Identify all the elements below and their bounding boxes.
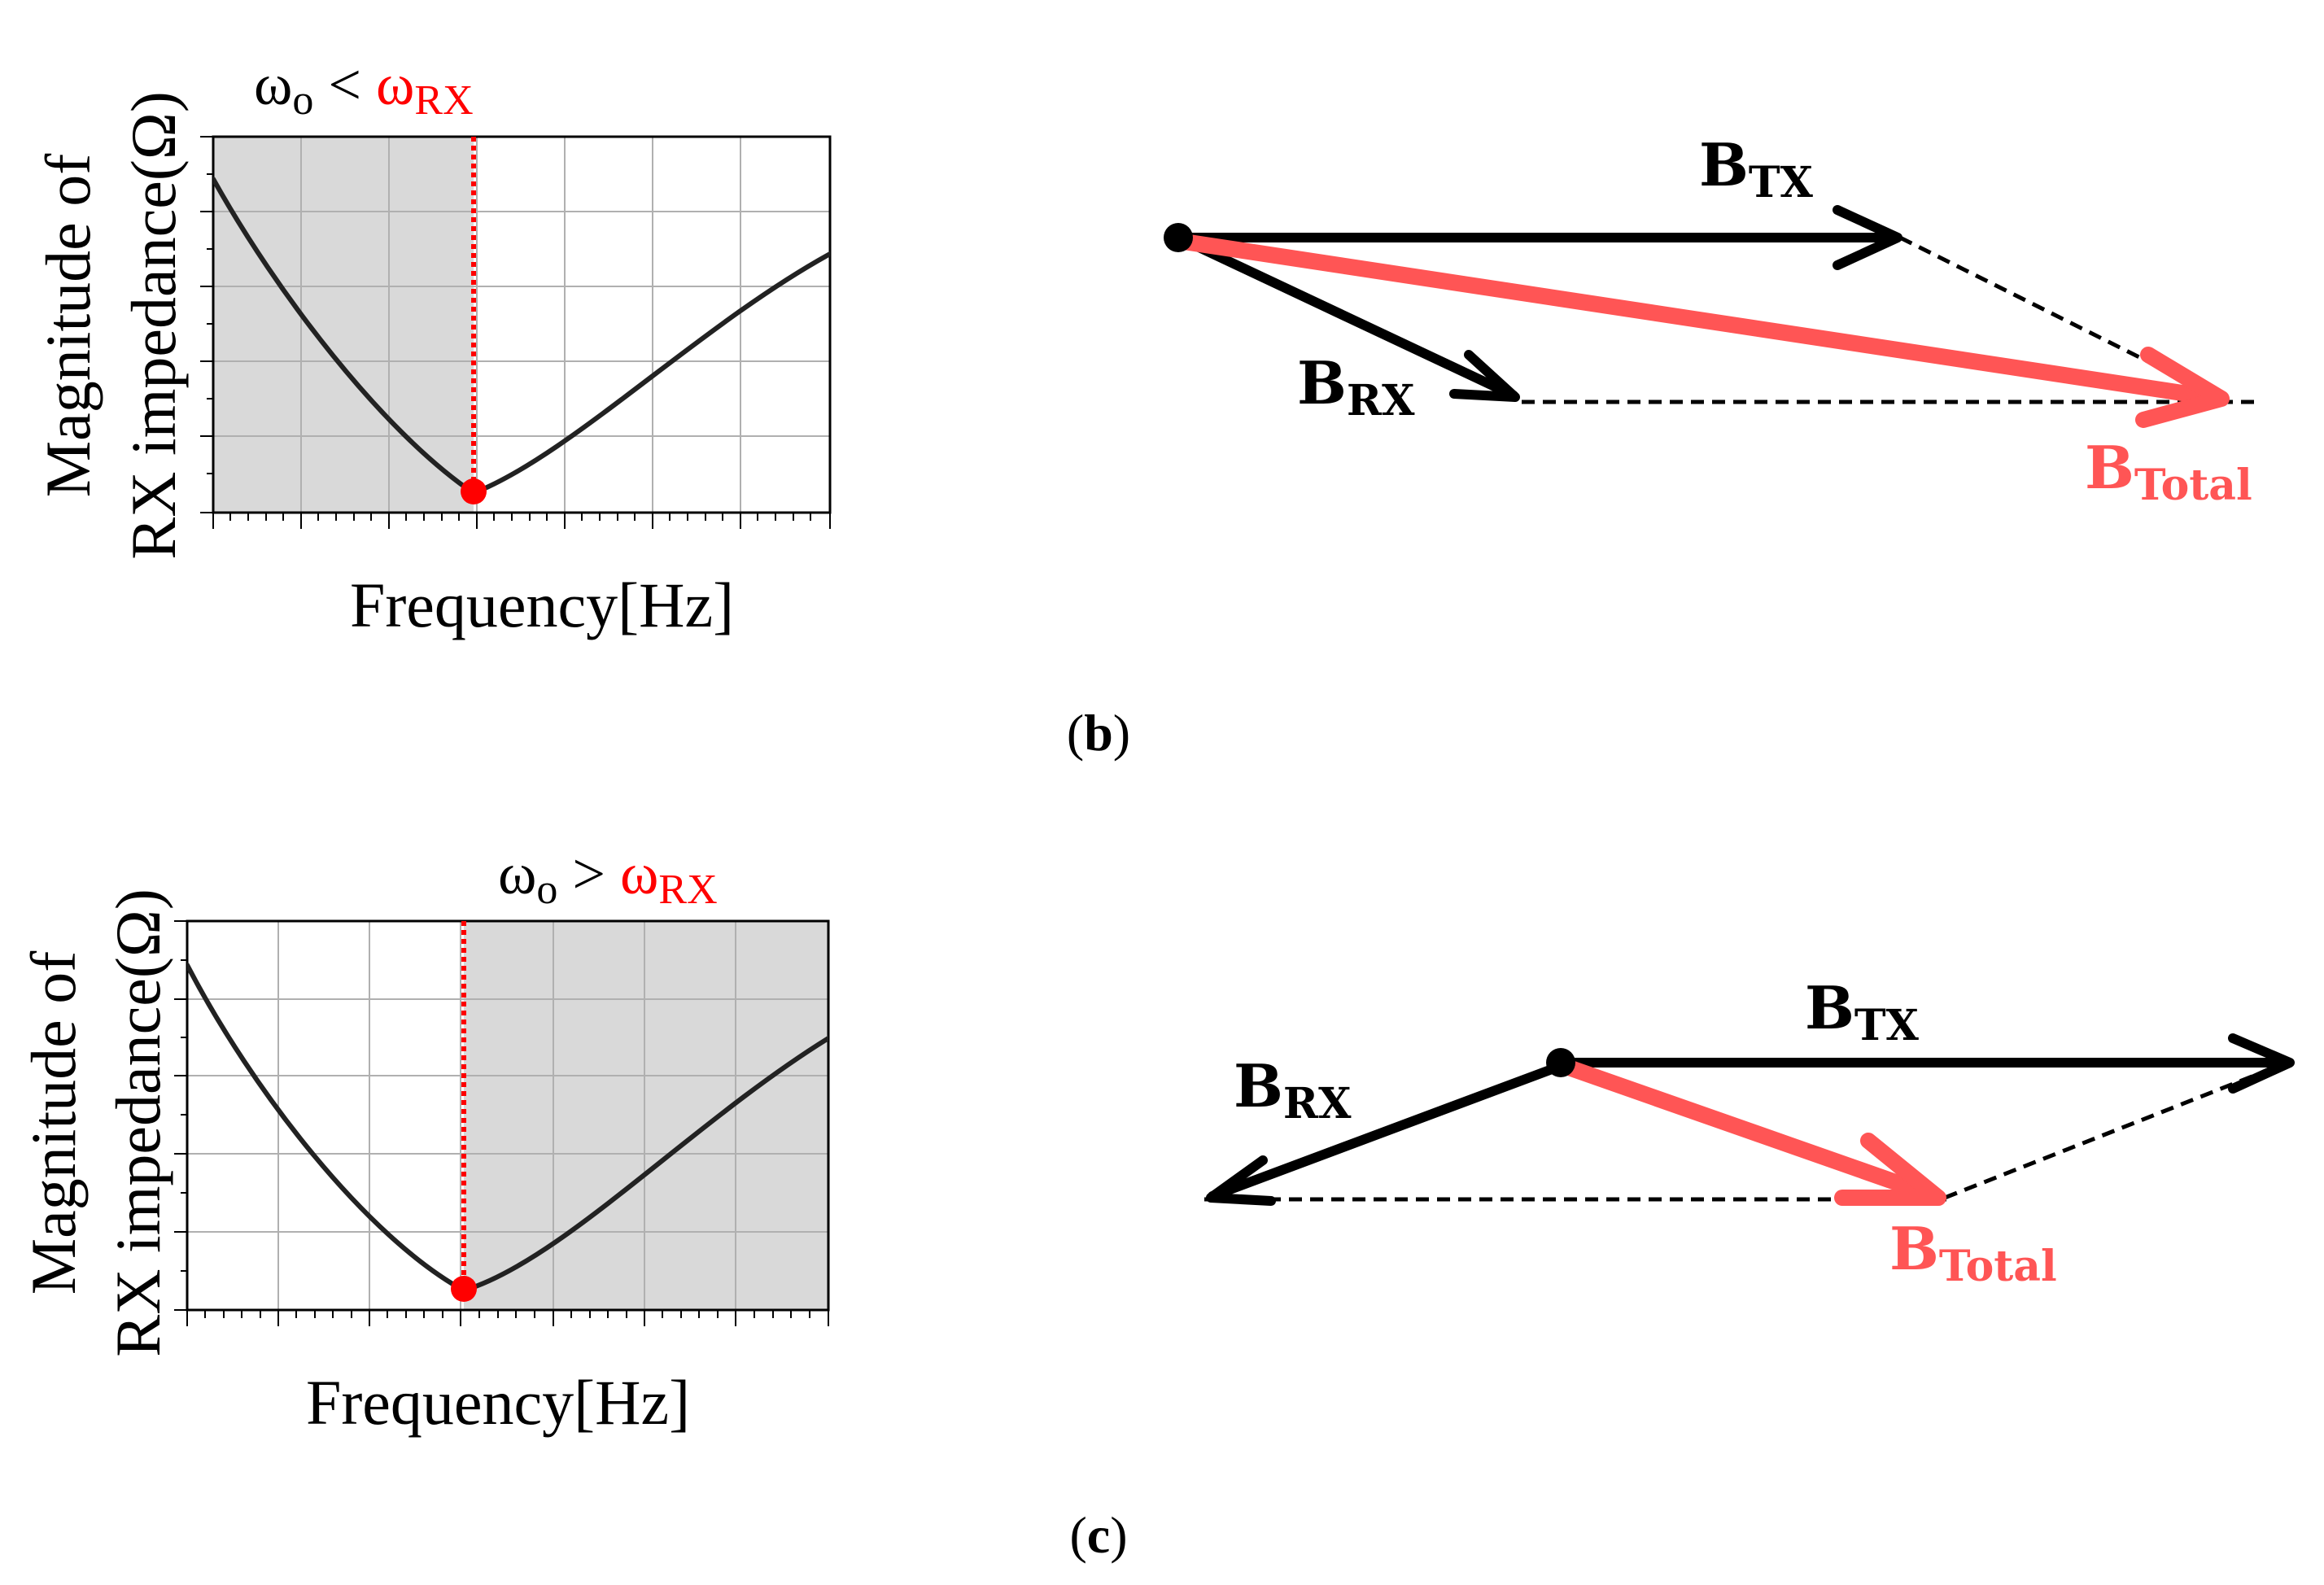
panel-b-x-ticks [212, 513, 831, 529]
panel-c: ωo > ωRX Magnitude of RX impedance(Ω) Fr… [18, 841, 2295, 1564]
panel-b-x-axis-label: Frequency[Hz] [350, 570, 734, 640]
panel-c-shaded-region [464, 921, 828, 1310]
panel-c-impedance-chart: ωo > ωRX Magnitude of RX impedance(Ω) Fr… [18, 841, 830, 1438]
panel-c-btotal-arrow [1556, 1058, 1946, 1206]
panel-c-vector-diagram: BTX BRX BTotal [1204, 973, 2295, 1291]
panel-b-origin-point [1164, 223, 1193, 252]
panel-c-y-ticks [174, 920, 187, 1311]
panel-c-condition-label: ωo > ωRX [498, 841, 718, 913]
panel-c-btx-label: BTX [1805, 973, 1920, 1050]
panel-c-resonance-point [451, 1276, 477, 1302]
panel-b-brx-arrow [1173, 233, 1520, 402]
panel-b-brx-label: BRX [1297, 348, 1415, 426]
panel-b-btx-arrow [1173, 205, 1902, 270]
panel-b-btotal-label: BTotal [2085, 433, 2252, 510]
panel-c-x-ticks [186, 1310, 829, 1326]
panel-b-btx-label: BTX [1699, 130, 1814, 207]
panel-b-condition-label: ωo < ωRX [254, 52, 474, 124]
panel-c-btx-arrow [1556, 1033, 2295, 1094]
panel-b-resonance-point [461, 478, 487, 504]
panel-b-label: (b) [1067, 704, 1130, 762]
panel-c-y-axis-label-line1: Magnitude of [18, 951, 89, 1295]
panel-b-btotal-arrow [1170, 233, 2230, 428]
panel-b: ωo < ωRX Magnitude of RX impedance(Ω) Fr… [33, 52, 2254, 762]
panel-c-grid [187, 921, 828, 1310]
panel-c-btotal-label: BTotal [1889, 1214, 2057, 1291]
panel-b-y-axis-label-line1: Magnitude of [33, 154, 103, 497]
panel-c-brx-arrow [1206, 1061, 1566, 1206]
panel-b-y-axis-label-line2: RX impedance(Ω) [118, 91, 189, 560]
panel-c-dashed-tx-to-total [1944, 1073, 2255, 1200]
panel-b-shaded-region [213, 137, 474, 513]
panel-b-y-ticks [200, 136, 213, 513]
panel-c-origin-point [1546, 1048, 1575, 1077]
panel-c-y-axis-label-line2: RX impedance(Ω) [103, 889, 173, 1357]
panel-b-vector-diagram: BTX BRX BTotal [1164, 130, 2254, 510]
panel-b-grid [213, 137, 830, 513]
panel-c-brx-label: BRX [1234, 1051, 1352, 1129]
panel-b-impedance-chart: ωo < ωRX Magnitude of RX impedance(Ω) Fr… [33, 52, 832, 640]
panel-c-label: (c) [1069, 1506, 1127, 1564]
panel-c-x-axis-label: Frequency[Hz] [306, 1367, 690, 1438]
